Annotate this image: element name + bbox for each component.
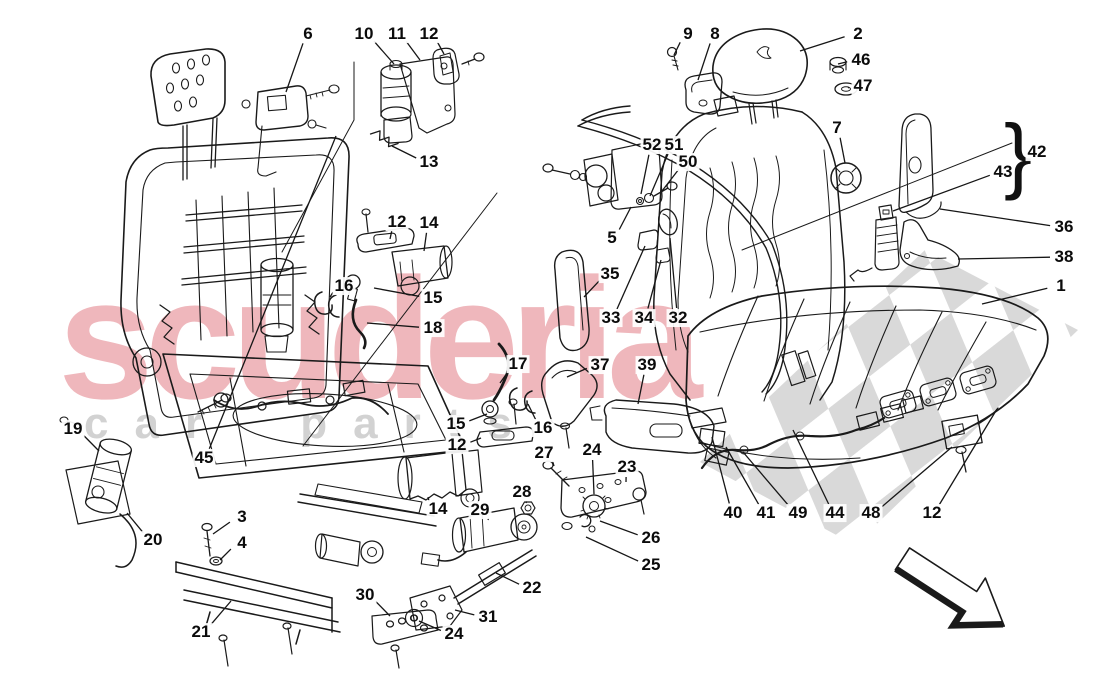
leader-line-36 — [939, 208, 1051, 227]
leader-line-43 — [892, 174, 991, 212]
leader-line-39 — [637, 374, 645, 405]
seat-lift-motor-drawing — [59, 393, 232, 568]
leader-line-5 — [618, 206, 632, 230]
leader-line-18 — [366, 322, 420, 328]
leader-line-22 — [495, 572, 520, 585]
leader-line-15 — [469, 413, 488, 422]
leader-line-19 — [83, 435, 100, 452]
leader-line-34 — [647, 259, 662, 309]
leader-line-11 — [405, 41, 421, 61]
seat-adjuster-cluster-drawing — [397, 398, 647, 567]
belt-reel-drawing — [542, 141, 678, 210]
leader-line-52 — [640, 154, 650, 195]
checkered-flag-watermark — [700, 250, 1078, 545]
leader-line-46 — [837, 61, 848, 65]
right-seat-drawing — [577, 28, 1049, 473]
leader-line-12 — [389, 231, 393, 240]
leader-line-49 — [742, 451, 790, 507]
leader-line-44 — [792, 429, 830, 505]
direction-arrow-icon — [894, 547, 1006, 629]
leader-line-16 — [329, 291, 334, 298]
leader-line-32 — [669, 237, 678, 309]
leader-line-28 — [525, 501, 528, 504]
leader-line-29 — [487, 517, 490, 521]
ferrari-horse-logo-sketch — [756, 46, 772, 59]
leader-line-48 — [881, 446, 953, 508]
leader-line-9 — [673, 42, 681, 56]
leader-line-8 — [697, 43, 711, 81]
leader-line-33 — [616, 245, 646, 310]
leader-line-37 — [566, 367, 588, 378]
leader-line-10 — [373, 40, 395, 65]
leader-line-25 — [585, 536, 639, 562]
leader-line-15 — [373, 287, 420, 297]
headrest-actuator-drawing — [241, 84, 340, 177]
leader-line-12 — [436, 41, 445, 55]
leader-line-24 — [591, 459, 595, 495]
clip-parts-drawing — [637, 208, 678, 264]
leader-line-3 — [212, 521, 231, 535]
leader-line-40 — [711, 436, 730, 504]
leader-line-12 — [938, 408, 998, 505]
leader-line-26 — [599, 520, 638, 536]
leader-line-50 — [661, 169, 680, 192]
leader-line-35 — [583, 280, 600, 298]
leader-line-21 — [210, 600, 232, 626]
leader-line-30 — [375, 600, 391, 617]
leader-line-4 — [219, 548, 232, 561]
watermark-subtitle: car parts — [84, 399, 538, 448]
leader-line-51 — [649, 153, 669, 197]
leader-line-6 — [285, 43, 304, 93]
leader-line-31 — [454, 609, 475, 616]
leader-line-47 — [847, 86, 850, 89]
rail-motor-assembly-drawing — [297, 483, 537, 669]
headrest-hardware-drawing — [666, 46, 858, 115]
leader-line-17 — [499, 370, 509, 384]
leader-line-7 — [839, 137, 846, 164]
leader-line-14 — [423, 232, 428, 252]
seat-rail-drawing — [175, 522, 341, 667]
belt-buckle-drawing — [849, 204, 900, 282]
wiring-harness-drawing — [700, 416, 886, 470]
leader-line-1 — [981, 287, 1048, 305]
leader-line-38 — [957, 256, 1051, 260]
group-brace: } — [1004, 107, 1032, 201]
leader-line-16 — [527, 403, 537, 420]
leader-line-20 — [126, 512, 144, 534]
leader-line-41 — [725, 446, 760, 505]
leader-line-24 — [418, 620, 442, 632]
leader-line-2 — [799, 36, 845, 52]
leader-line-45 — [208, 135, 337, 449]
leader-line-12 — [470, 437, 482, 443]
backrest-motor-drawing — [369, 47, 485, 148]
leader-line-13 — [391, 145, 417, 159]
